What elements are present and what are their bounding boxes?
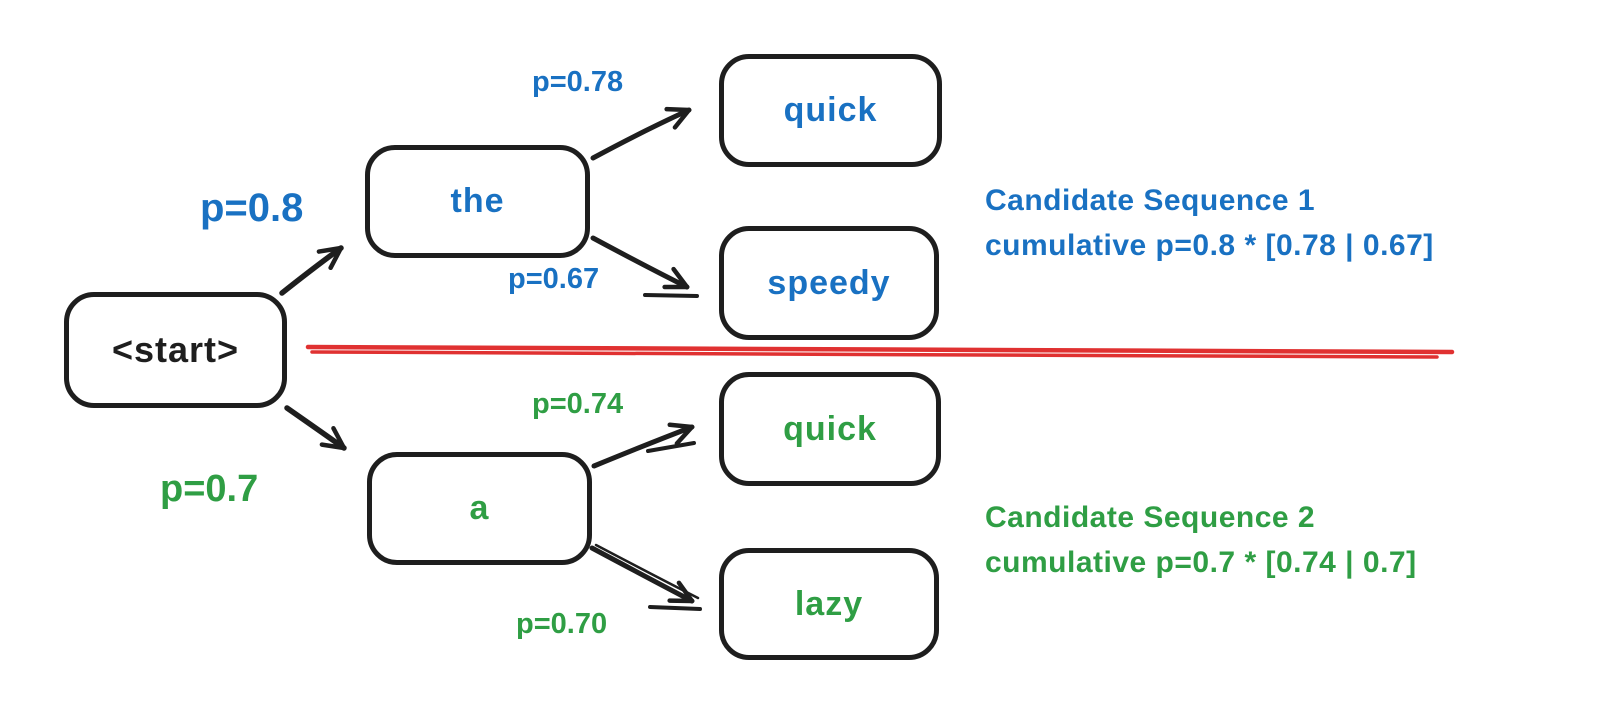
arrow-start-to-the <box>279 245 344 296</box>
node-start: <start> <box>64 292 287 408</box>
separator-line-sketch-stroke <box>310 350 1439 359</box>
candidate-sequence-2-title: Candidate Sequence 2 <box>985 501 1316 534</box>
edge-label-a-lazy: p=0.70 <box>516 608 608 640</box>
node-a-label: a <box>469 489 490 527</box>
node-quick-top-label: quick <box>783 91 878 129</box>
edge-label-the-speedy: p=0.67 <box>508 263 600 295</box>
quick-arrowhead-sketch-stroke <box>646 441 696 453</box>
node-the-label: the <box>450 182 505 220</box>
edge-label-start-the: p=0.8 <box>200 186 304 230</box>
arrow-a-to-quick <box>591 422 695 469</box>
candidate-sequence-1-annotation: Candidate Sequence 1 cumulative p=0.8 * … <box>985 178 1434 268</box>
candidate-sequence-1-title: Candidate Sequence 1 <box>985 184 1316 217</box>
arrow-the-to-quick <box>590 106 692 161</box>
separator-line <box>305 344 1455 355</box>
candidate-sequence-2-annotation: Candidate Sequence 2 cumulative p=0.7 * … <box>985 495 1417 585</box>
node-speedy-label: speedy <box>767 263 891 302</box>
candidate-sequence-2-detail: cumulative p=0.7 * [0.74 | 0.7] <box>985 546 1417 579</box>
node-speedy: speedy <box>719 226 939 340</box>
edge-label-a-quick: p=0.74 <box>532 388 624 420</box>
node-lazy: lazy <box>719 548 939 660</box>
arrow-the-to-speedy <box>590 235 690 290</box>
arrow-a-to-lazy <box>589 545 695 604</box>
node-lazy-label: lazy <box>794 584 864 623</box>
candidate-sequence-1-detail: cumulative p=0.8 * [0.78 | 0.67] <box>985 229 1434 262</box>
edge-label-the-quick: p=0.78 <box>532 66 624 98</box>
node-quick-bottom: quick <box>719 372 941 486</box>
arrow-a-to-lazy-sketch-stroke <box>594 543 700 600</box>
speedy-arrowhead-sketch-stroke <box>643 293 699 298</box>
node-start-label: <start> <box>111 329 240 370</box>
edge-label-start-a: p=0.7 <box>160 468 259 510</box>
node-a: a <box>367 452 592 565</box>
node-the: the <box>365 145 590 258</box>
node-quick-top: quick <box>719 54 942 167</box>
node-quick-bottom-label: quick <box>783 409 877 448</box>
arrow-start-to-a <box>284 405 347 451</box>
lazy-arrowhead-sketch-stroke <box>648 605 702 611</box>
